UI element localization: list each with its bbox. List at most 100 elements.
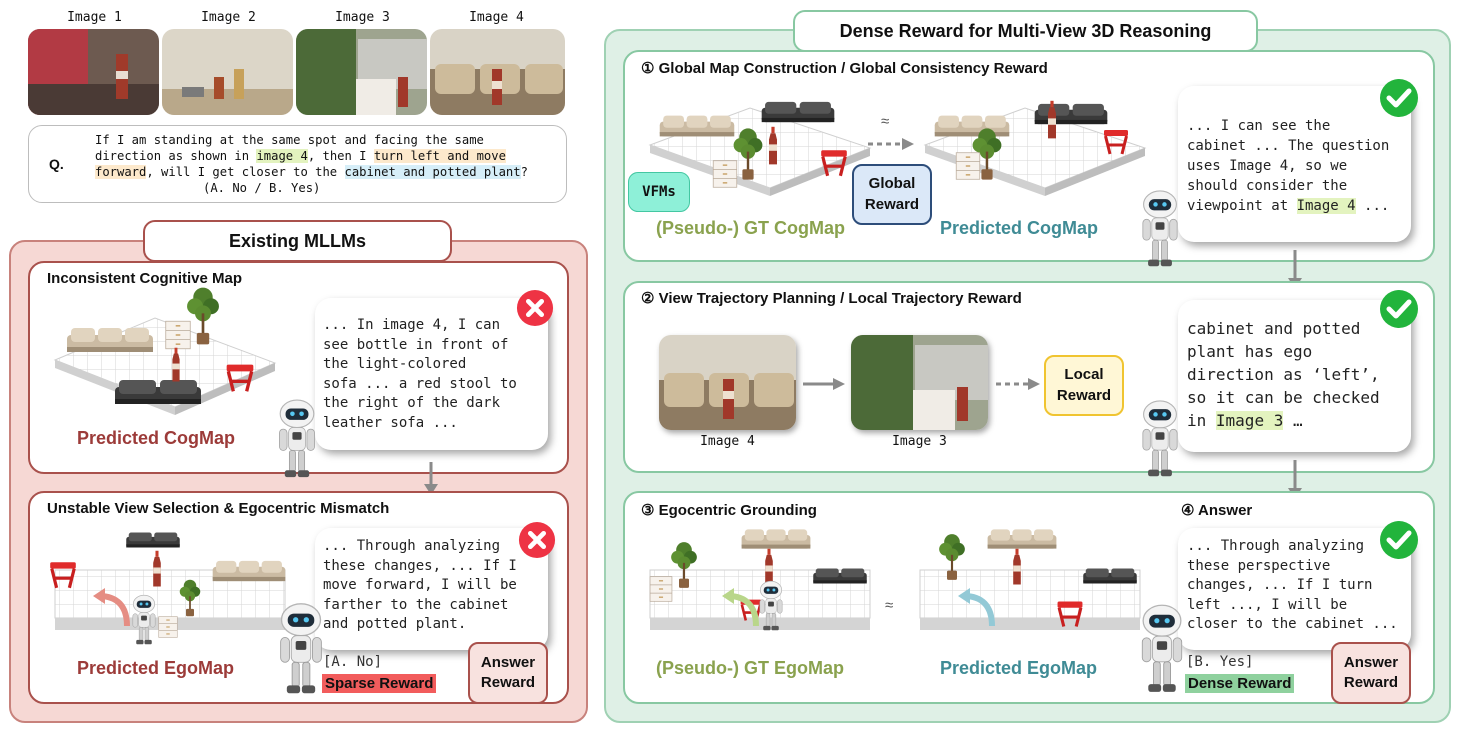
bubble-line: sofa ... a red stool to (323, 375, 517, 392)
vfms-label: VFMs (642, 184, 676, 200)
check-icon (1379, 78, 1419, 118)
image-label-4: Image 4 (469, 10, 524, 25)
cross-icon (518, 521, 556, 559)
predicted-egomap-graphic (48, 532, 286, 645)
local-reward-box-label-1: Local (1064, 366, 1104, 384)
highlight-image-4: Image 4 (1296, 198, 1356, 214)
photo-image-4-trajectory (659, 335, 796, 430)
bubble-line: farther to the cabinet (323, 596, 509, 613)
bubble-line: see bottle in front of (323, 336, 509, 353)
label-image-3: Image 3 (892, 434, 947, 449)
question-box: Q. If I am standing at the same spot and… (28, 125, 567, 203)
caption-predicted-egomap-right: Predicted EgoMap (940, 658, 1098, 678)
reasoning-bubble-local: cabinet and potted plant has ego directi… (1178, 300, 1411, 452)
answer-reward-box-label-1: Answer (480, 653, 536, 671)
local-reward-box-label-2: Reward (1056, 386, 1112, 404)
question-line-3: forward, will I get closer to the cabine… (95, 164, 565, 180)
global-map-title: ① Global Map Construction / Global Consi… (641, 60, 1048, 77)
approx-symbol: ≈ (881, 113, 890, 130)
existing-mllms-title: Existing MLLMs (143, 220, 452, 262)
inconsistent-cogmap-title: Inconsistent Cognitive Map (47, 270, 243, 287)
bubble-line: changes, ... If I turn (1187, 577, 1373, 593)
bubble-line: in Image 3 … (1187, 409, 1411, 432)
bubble-line: these perspective (1187, 557, 1331, 574)
bubble-line: ... Through analyzing (1187, 538, 1365, 554)
reasoning-bubble-cogmap: ... In image 4, I can see bottle in fron… (315, 298, 548, 450)
image-label-2: Image 2 (201, 10, 256, 25)
photo-image-3-graphic (296, 29, 427, 115)
question-line-4: (A. No / B. Yes) (95, 180, 565, 196)
photo-image-3 (296, 29, 427, 115)
photo-image-2 (162, 29, 293, 115)
check-icon (1379, 520, 1419, 560)
bubble-line: closer to the cabinet ... (1187, 616, 1398, 632)
caption-gt-cogmap: (Pseudo-) GT CogMap (656, 218, 845, 238)
robot-icon (278, 399, 316, 478)
bubble-line: so it can be checked (1187, 388, 1380, 407)
photo-image-4-graphic (430, 29, 565, 115)
question-text-5: ? (520, 165, 528, 179)
question-text-1: If I am standing at the same spot and fa… (95, 133, 484, 147)
highlight-action-a: turn left and move (373, 149, 506, 163)
answer-reward-box-label-1: Answer (1343, 653, 1399, 671)
bubble-line: uses Image 4, so we (1187, 158, 1348, 174)
caption-predicted-egomap: Predicted EgoMap (77, 658, 235, 678)
photo-image-4-trajectory-graphic (659, 335, 796, 430)
gt-egomap-graphic (649, 529, 871, 631)
robot-icon (1141, 604, 1183, 693)
question-line-2: direction as shown in image 4, then I tu… (95, 148, 565, 164)
photo-image-1 (28, 29, 159, 115)
question-text-2: direction as shown in (95, 149, 257, 163)
bubble-line: cabinet and potted (1187, 319, 1361, 338)
sparse-reward-tag: Sparse Reward (322, 674, 437, 693)
photo-image-2-graphic (162, 29, 293, 115)
bubble-line: should consider the (1187, 178, 1348, 194)
bubble-line-text: in (1187, 411, 1216, 430)
reasoning-bubble-answer: ... Through analyzing these perspective … (1178, 528, 1411, 650)
photo-image-4 (430, 29, 565, 115)
vfms-box: VFMs (628, 172, 690, 212)
image-label-1: Image 1 (67, 10, 122, 25)
question-options: (A. No / B. Yes) (203, 181, 321, 195)
global-reward-box-label-2: Reward (864, 195, 920, 213)
bubble-line: and potted plant. (323, 616, 467, 632)
answer-a-no: [A. No] (323, 654, 383, 670)
question-text-3: , then I (307, 149, 374, 163)
bubble-line: ... I can see the (1187, 118, 1331, 134)
reasoning-bubble-global: ... I can see the cabinet ... The questi… (1178, 86, 1411, 242)
reasoning-bubble-egomap: ... Through analyzing these changes, ...… (315, 528, 548, 650)
bubble-line: leather sofa ... (323, 414, 458, 431)
question-label: Q. (49, 156, 64, 172)
caption-predicted-cogmap-right: Predicted CogMap (940, 218, 1099, 238)
bubble-line: ... Through analyzing (323, 538, 501, 554)
photo-image-3-trajectory (851, 335, 988, 430)
highlight-image-3: Image 3 (1215, 411, 1284, 430)
bubble-line: the right of the dark (323, 395, 501, 411)
predicted-egomap-graphic-right (919, 529, 1141, 630)
bubble-line: plant has ego (1187, 342, 1313, 361)
answer-reward-box-label-2: Reward (480, 674, 536, 691)
caption-gt-egomap: (Pseudo-) GT EgoMap (656, 658, 844, 678)
bubble-line: these changes, ... If I (323, 557, 517, 574)
approx-symbol: ≈ (885, 597, 894, 614)
photo-image-3-trajectory-graphic (851, 335, 988, 430)
question-text: If I am standing at the same spot and fa… (95, 132, 565, 196)
robot-icon (1142, 190, 1178, 267)
bubble-line: the light-colored (323, 356, 467, 372)
bubble-line-text: ... (1355, 198, 1390, 214)
answer-reward-box-dense: Answer Reward (1331, 642, 1411, 704)
global-reward-box: Global Reward (852, 164, 932, 225)
bubble-line: viewpoint at Image 4 ... (1187, 196, 1411, 216)
question-line-1: If I am standing at the same spot and fa… (95, 132, 565, 148)
cross-icon (516, 289, 554, 327)
dashed-arrow (868, 138, 914, 150)
photo-image-1-graphic (28, 29, 159, 115)
bubble-line: cabinet ... The question (1187, 138, 1390, 154)
bubble-line-text: … (1283, 411, 1303, 430)
predicted-cogmap-graphic-right (923, 100, 1147, 196)
robot-icon (1142, 400, 1178, 477)
answer-b-yes: [B. Yes] (1186, 654, 1254, 670)
bubble-line: ... In image 4, I can (323, 317, 501, 333)
caption-predicted-cogmap: Predicted CogMap (77, 428, 236, 448)
global-reward-box-label-1: Global (868, 175, 916, 193)
